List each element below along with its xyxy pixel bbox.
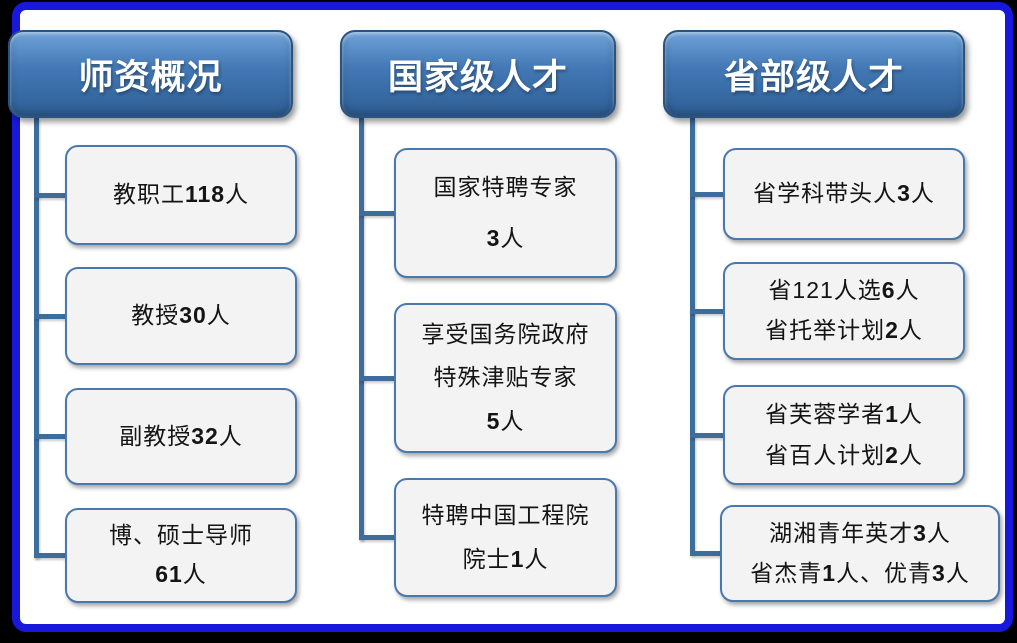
item-state-council-allowance-experts: 享受国务院政府 特殊津贴专家 5人 xyxy=(394,303,617,453)
item-cae-academician: 特聘中国工程院 院士1人 xyxy=(394,478,617,597)
item-furong-scholars: 省芙蓉学者1人 省百人计划2人 xyxy=(723,385,965,485)
item-text: 国家特聘专家 xyxy=(433,173,578,200)
item-national-distinguished-experts: 国家特聘专家 3人 xyxy=(394,148,617,278)
item-text: 特殊津贴专家 xyxy=(433,364,578,391)
item-staff-count: 教职工118人 xyxy=(65,145,297,245)
header-label: 省部级人才 xyxy=(723,57,904,97)
item-huxiang-young-talents: 湖湘青年英才3人 省杰青1人、优青3人 xyxy=(720,505,1000,602)
connector-trunk-line xyxy=(359,118,364,540)
item-text: 省学科带头人3人 xyxy=(753,180,935,207)
item-text: 省托举计划2人 xyxy=(765,317,923,344)
item-text: 教授30人 xyxy=(131,302,231,329)
item-text: 省杰青1人、优青3人 xyxy=(750,559,970,586)
item-121-talent-plan: 省121人选6人 省托举计划2人 xyxy=(723,262,965,360)
connector-branch-line xyxy=(690,309,723,314)
item-professor-count: 教授30人 xyxy=(65,267,297,365)
item-doctoral-master-supervisors: 博、硕士导师 61人 xyxy=(65,508,297,603)
item-text: 享受国务院政府 xyxy=(421,320,590,347)
connector-branch-line xyxy=(359,211,394,216)
connector-branch-line xyxy=(359,376,394,381)
item-text: 省芙蓉学者1人 xyxy=(765,400,923,427)
connector-branch-line xyxy=(690,551,720,556)
connector-branch-line xyxy=(690,192,723,197)
item-text: 湖湘青年英才3人 xyxy=(769,519,951,546)
connector-trunk-line xyxy=(690,118,695,554)
item-text: 3人 xyxy=(486,224,525,251)
item-provincial-discipline-leaders: 省学科带头人3人 xyxy=(723,148,965,240)
connector-branch-line xyxy=(34,193,65,198)
item-text: 博、硕士导师 xyxy=(109,521,253,548)
connector-branch-line xyxy=(359,535,394,540)
connector-branch-line xyxy=(34,434,65,439)
item-text: 特聘中国工程院 xyxy=(421,501,590,528)
item-text: 5人 xyxy=(486,407,525,434)
item-text: 省百人计划2人 xyxy=(765,441,923,468)
header-faculty-overview: 师资概况 xyxy=(8,30,293,118)
connector-branch-line xyxy=(34,553,65,558)
item-text: 教职工118人 xyxy=(112,181,250,208)
connector-branch-line xyxy=(34,314,65,319)
header-provincial-talent: 省部级人才 xyxy=(663,30,965,118)
item-associate-professor-count: 副教授32人 xyxy=(65,388,297,485)
header-label: 国家级人才 xyxy=(387,57,568,97)
item-text: 副教授32人 xyxy=(119,422,243,449)
item-text: 省121人选6人 xyxy=(768,276,920,303)
item-text: 院士1人 xyxy=(462,545,549,572)
item-text: 61人 xyxy=(155,561,207,588)
connector-branch-line xyxy=(690,433,723,438)
header-national-talent: 国家级人才 xyxy=(340,30,616,118)
header-label: 师资概况 xyxy=(78,57,223,97)
connector-trunk-line xyxy=(34,118,39,558)
